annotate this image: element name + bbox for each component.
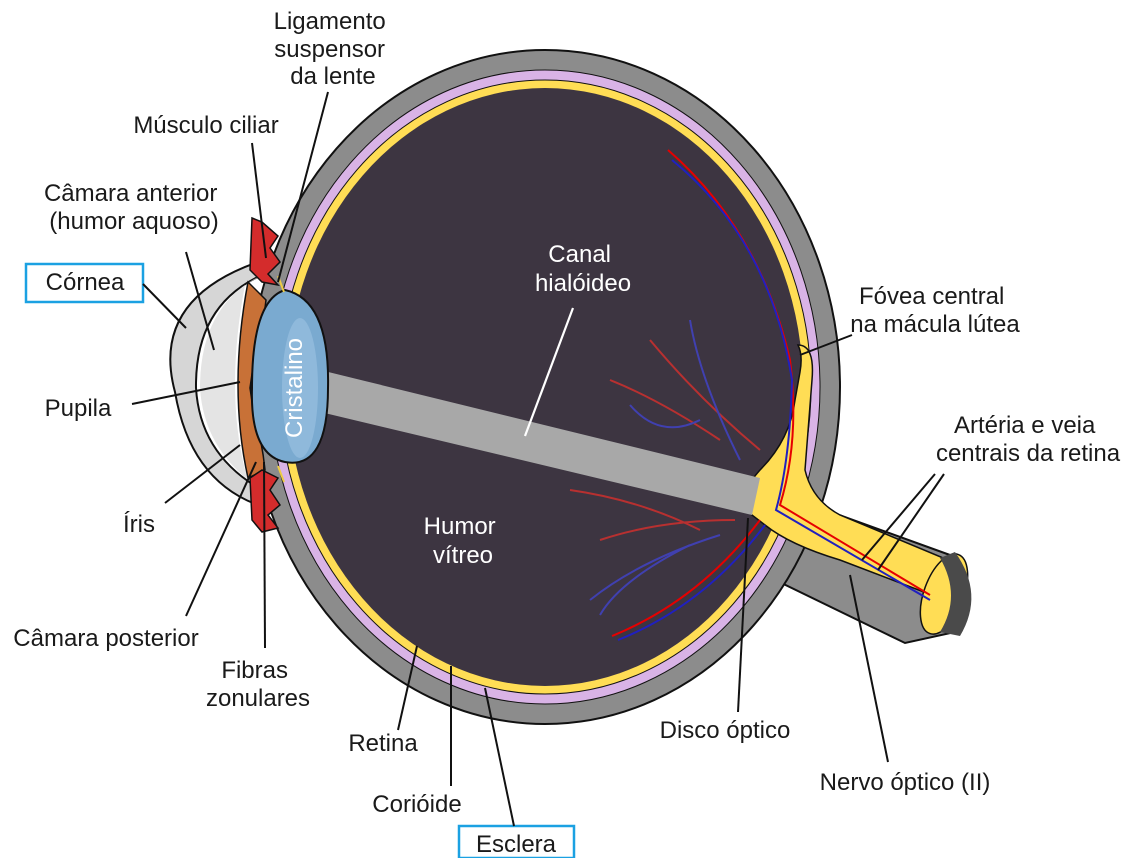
retinal-vessels-leader-1 [861,473,936,561]
sclera-leader [484,687,515,827]
iris-leader [164,444,241,504]
hyaloid-canal-label: Canal hialóideo [535,241,631,297]
retina-leader [397,645,418,731]
hyaloid-canal [312,368,760,515]
ligament-label: Ligamento suspensor da lente [274,8,393,90]
anterior-chamber-leader [185,251,215,351]
vitreous-body [287,88,803,686]
anterior-chamber-label: Câmara anterior (humor aquoso) [44,180,224,235]
zonular-fibers-leader [263,461,266,649]
lens-highlight [282,318,318,458]
fovea-label: Fóvea central na mácula lútea [850,283,1020,338]
ligament-leader [277,91,329,283]
pupil-leader [131,381,241,405]
cornea-highlight-box [24,262,145,304]
posterior-chamber-label: Câmara posterior [13,625,198,652]
retina-label: Retina [348,730,418,757]
iris-label: Íris [123,511,155,538]
anterior-chamber [200,275,262,490]
zonular-fibers-bottom [277,465,285,483]
optic-nerve-leader [849,574,889,763]
sclera-highlight-box [457,824,576,858]
cornea-leader [142,283,187,329]
optic-nerve-label: Nervo óptico (II) [820,769,991,796]
optic-disc-leader [737,517,749,713]
pupil-label: Pupila [45,395,112,422]
retinal-vessels-label: Artéria e veia centrais da retina [936,412,1121,467]
ciliary-muscle-label: Músculo ciliar [133,112,278,139]
hyaloid-canal-leader [523,307,575,437]
retinal-vessels [569,149,931,641]
zonular-fibers-label: Fibras zonulares [206,657,310,712]
optic-nerve [742,344,965,606]
vitreous-humor-label: Humor vítreo [424,513,503,569]
cornea-label: Córnea [46,269,125,296]
retinal-vessels-leader-2 [877,473,945,571]
ciliary-muscle-leader [251,142,267,259]
lens-label: Cristalino [281,338,308,438]
optic-nerve-cut-shadow [940,552,972,636]
fovea-leader [799,334,853,356]
choroid-label: Corióide [372,791,461,818]
optic-disc-label: Disco óptico [660,717,791,744]
sclera-label: Esclera [476,831,557,858]
posterior-chamber-leader [185,461,257,617]
